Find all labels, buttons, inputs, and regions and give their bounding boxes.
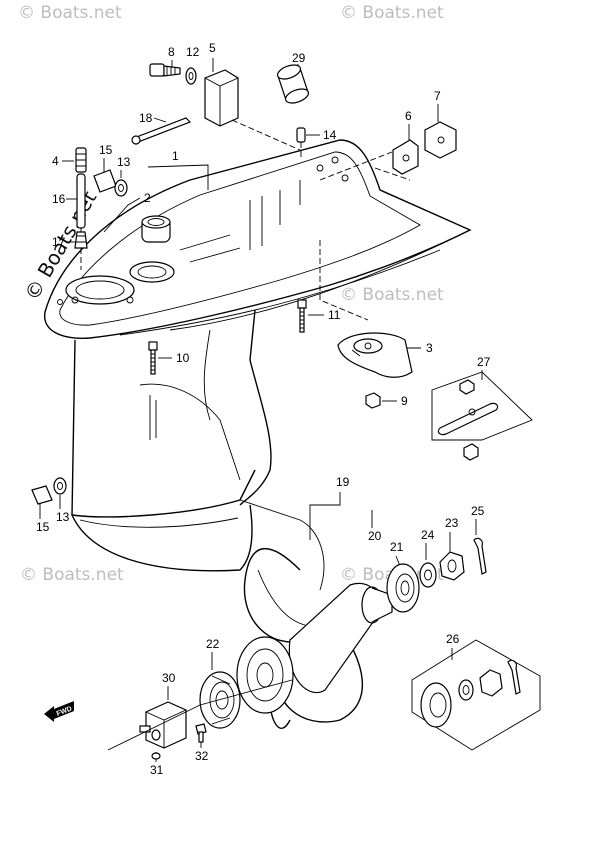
- callout-number-6: 6: [405, 109, 412, 123]
- watermark-top-right: © Boats.net: [340, 3, 444, 23]
- callout-number-7: 7: [434, 89, 441, 103]
- callout-number-29: 29: [292, 51, 306, 65]
- callout-number-17: 17: [52, 235, 66, 249]
- callout-number-30: 30: [162, 671, 176, 685]
- part-13-gasket-upper: 13: [114, 155, 131, 197]
- part-8-bolt: 8: [149, 45, 181, 77]
- part-10-bolt: 10: [148, 341, 190, 375]
- part-27-anode-kit: 27: [431, 355, 533, 461]
- callout-number-12: 12: [186, 45, 200, 59]
- callout-number-13-upper: 13: [117, 155, 131, 169]
- callout-number-5: 5: [209, 41, 216, 55]
- part-30-fitting: 30: [139, 671, 187, 749]
- callout-number-21: 21: [390, 540, 404, 554]
- callout-number-32: 32: [195, 749, 209, 763]
- callout-number-15-lower: 15: [36, 520, 50, 534]
- callout-number-16: 16: [52, 192, 66, 206]
- part-22-thrust-hub: 22: [199, 637, 241, 729]
- callout-number-27: 27: [477, 355, 491, 369]
- watermark-top-left: © Boats.net: [18, 3, 122, 23]
- fwd-arrow-icon: FWD: [44, 701, 74, 722]
- part-4-grommet: 4: [52, 147, 87, 173]
- gear-case-housing: [44, 139, 472, 591]
- callout-number-31: 31: [150, 763, 164, 777]
- part-18-hose: 18: [131, 111, 192, 145]
- callout-number-24: 24: [421, 528, 435, 542]
- callout-number-10: 10: [176, 351, 190, 365]
- callout-number-4: 4: [52, 154, 59, 168]
- part-11-bolt: 11: [297, 299, 341, 333]
- part-26-propeller-kit: 26: [411, 632, 541, 751]
- callout-number-3: 3: [426, 341, 433, 355]
- callout-number-20: 20: [368, 529, 382, 543]
- callout-number-23: 23: [445, 516, 459, 530]
- part-31-screw: 31: [150, 752, 164, 777]
- part-9-bolt: 9: [365, 392, 408, 409]
- part-23-nut: 23: [439, 516, 465, 581]
- part-17-nipple: 17: [52, 231, 88, 249]
- part-29-grommet: 29: [276, 51, 310, 104]
- part-13-gasket-lower: 13: [53, 477, 70, 524]
- part-16-tube: 16: [52, 173, 86, 229]
- part-19-propeller: 19: [236, 475, 393, 729]
- callout-number-11: 11: [328, 308, 341, 322]
- part-21-washer: 21: [386, 540, 420, 613]
- callout-number-2: 2: [144, 191, 151, 205]
- part-7-bracket: 7: [424, 89, 457, 159]
- callout-number-15-upper: 15: [99, 143, 113, 157]
- part-15-screw-upper: 15: [93, 143, 117, 193]
- part-32-screw: 32: [195, 723, 209, 763]
- callout-number-9: 9: [401, 394, 408, 408]
- part-25-cotter-pin: 25: [471, 504, 487, 575]
- callout-number-8: 8: [168, 45, 175, 59]
- callout-number-18: 18: [139, 111, 153, 125]
- callout-1: 1: [147, 149, 209, 190]
- callout-number-14: 14: [323, 128, 337, 142]
- part-5-cover: 5: [204, 41, 301, 151]
- callout-number-26: 26: [446, 632, 460, 646]
- callout-2: 2: [103, 191, 151, 233]
- part-6-bracket: 6: [392, 109, 419, 175]
- callout-number-22: 22: [206, 637, 220, 651]
- watermark-bottom-left: © Boats.net: [20, 565, 124, 585]
- callout-number-19: 19: [336, 475, 350, 489]
- part-15-screw-lower: 15: [31, 485, 53, 534]
- callout-number-1: 1: [172, 149, 179, 163]
- callout-20: 20: [368, 510, 382, 543]
- callout-number-13-lower: 13: [56, 510, 70, 524]
- watermark-mid-right: © Boats.net: [340, 285, 444, 305]
- part-3-trim-tab: 3: [337, 332, 433, 378]
- part-14-dowel: 14: [296, 127, 337, 160]
- part-12-washer: 12: [185, 45, 200, 85]
- callout-number-25: 25: [471, 504, 485, 518]
- part-24-washer: 24: [419, 528, 437, 588]
